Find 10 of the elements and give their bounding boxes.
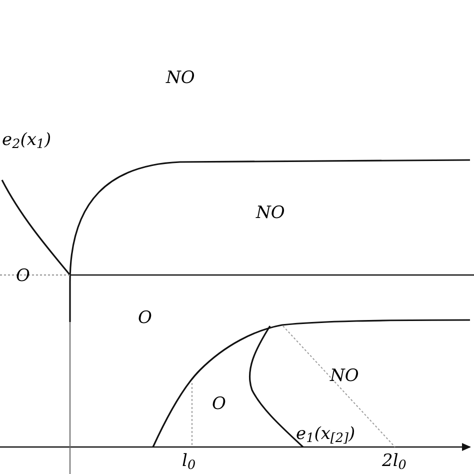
region-label: e$_{1}$(x$_{[2]}$) — [296, 426, 356, 443]
region-label: l$_{0}$ — [182, 453, 196, 470]
region-label: O — [212, 396, 226, 413]
region-label: O — [16, 268, 30, 285]
region-label: NO — [166, 70, 195, 87]
region-label: NO — [256, 205, 285, 222]
region-label: e$_{2}$(x$_{1}$) — [2, 132, 52, 149]
region-label: 2l$_{0}$ — [382, 453, 406, 470]
region-label: NO — [330, 368, 359, 385]
region-label: O — [138, 310, 152, 327]
